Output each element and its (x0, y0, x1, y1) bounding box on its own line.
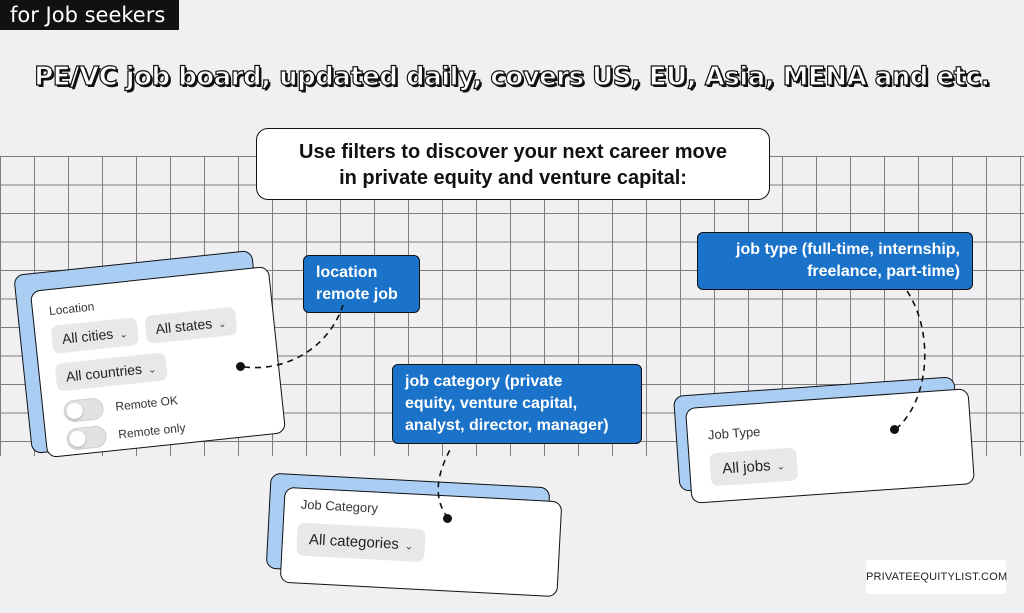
type-note-line-1: job type (full-time, internship, (736, 241, 960, 258)
intro-line-1: Use filters to discover your next career… (299, 141, 727, 163)
category-dropdown[interactable]: All categories ⌄ (296, 522, 427, 563)
type-label: Job Type (707, 423, 761, 443)
remote-only-label: Remote only (117, 420, 187, 442)
states-dropdown[interactable]: All states ⌄ (144, 306, 238, 345)
countries-dropdown[interactable]: All countries ⌄ (54, 352, 168, 392)
category-dot (443, 514, 452, 523)
headline: PE/VC job board, updated daily, covers U… (34, 61, 991, 92)
cities-value: All cities (61, 325, 114, 347)
remote-only-toggle[interactable] (65, 424, 108, 451)
type-note-line-2: freelance, part-time) (807, 263, 960, 280)
location-label: Location (48, 299, 95, 319)
location-note-line-1: location (316, 264, 378, 281)
intro-box: Use filters to discover your next career… (256, 128, 770, 200)
type-note: job type (full-time, internship, freelan… (697, 232, 973, 290)
category-note-line-2: equity, venture capital, (405, 395, 578, 412)
chevron-down-icon: ⌄ (147, 364, 158, 377)
location-note: location remote job (303, 255, 420, 313)
brand-footer: PRIVATEEQUITYLIST.COM (866, 560, 1007, 594)
countries-value: All countries (65, 360, 143, 385)
cities-dropdown[interactable]: All cities ⌄ (50, 317, 139, 354)
chevron-down-icon: ⌄ (217, 318, 228, 331)
category-filter-card: Job Category All categories ⌄ (279, 486, 563, 598)
location-note-line-2: remote job (316, 286, 398, 303)
chevron-down-icon: ⌄ (118, 329, 129, 341)
chevron-down-icon: ⌄ (404, 541, 414, 553)
category-label: Job Category (300, 496, 379, 516)
chevron-down-icon: ⌄ (776, 461, 786, 473)
location-dot (236, 362, 245, 371)
remote-ok-label: Remote OK (114, 393, 179, 414)
type-dot (890, 425, 899, 434)
remote-ok-toggle[interactable] (62, 397, 105, 424)
type-dropdown[interactable]: All jobs ⌄ (709, 447, 799, 487)
type-filter-card: Job Type All jobs ⌄ (684, 388, 976, 504)
location-filter-card: Location All cities ⌄ All states ⌄ All cou… (29, 265, 287, 459)
category-value: All categories (308, 531, 400, 553)
category-note-line-1: job category (private (405, 373, 563, 390)
audience-tag: for Job seekers (0, 0, 180, 30)
category-note-line-3: analyst, director, manager) (405, 417, 609, 434)
category-note: job category (private equity, venture ca… (392, 364, 642, 444)
type-value: All jobs (721, 457, 772, 478)
intro-line-2: in private equity and venture capital: (339, 167, 687, 189)
states-value: All states (154, 315, 213, 338)
